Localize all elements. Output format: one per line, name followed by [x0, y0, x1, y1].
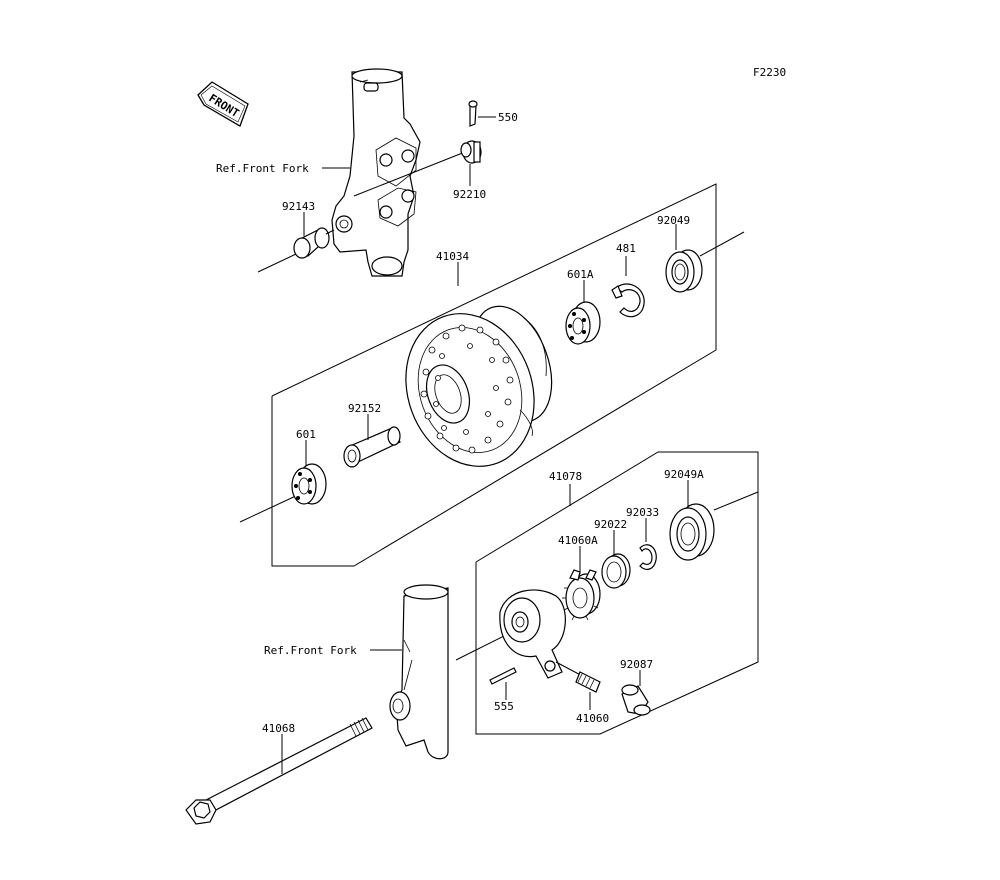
- axle-41068: 41068: [185, 717, 373, 825]
- cotter-pin-550: 550: [468, 100, 518, 127]
- lower-front-fork: [389, 584, 449, 760]
- part-label-601A: 601A: [567, 268, 594, 281]
- pin-555: 555: [489, 667, 517, 713]
- part-label-41078: 41078: [549, 470, 582, 483]
- bearing-601: 601: [291, 428, 327, 505]
- part-label-41060A: 41060A: [558, 534, 598, 547]
- sleeve-92152: 92152: [343, 402, 401, 468]
- hub-group-frame: 41034: [271, 183, 717, 567]
- ref-front-fork-upper: Ref.Front Fork: [216, 162, 309, 175]
- part-label-41068: 41068: [262, 722, 295, 735]
- castle-nut-92210: 92210: [453, 140, 486, 201]
- bearing-601A: 601A: [565, 268, 601, 345]
- part-label-481: 481: [616, 242, 636, 255]
- oil-seal-92049A: 92049A: [664, 468, 715, 561]
- part-label-92049A: 92049A: [664, 468, 704, 481]
- circlip-481: 481: [611, 242, 645, 318]
- front-arrow-icon: FRONT: [197, 81, 249, 127]
- upper-front-fork: [331, 68, 421, 277]
- circlip-92033: 92033: [626, 506, 659, 570]
- drive-gear-41060A: 41060A: [558, 534, 601, 621]
- bushing-92087: 92087: [620, 658, 653, 716]
- speedometer-housing-41078: [499, 589, 566, 679]
- part-label-92033: 92033: [626, 506, 659, 519]
- part-label-41060: 41060: [576, 712, 609, 725]
- ref-front-fork-lower: Ref.Front Fork: [264, 644, 357, 657]
- part-label-92022: 92022: [594, 518, 627, 531]
- collar-92143: 92143: [257, 200, 335, 273]
- part-label-92152: 92152: [348, 402, 381, 415]
- washer-92022: 92022: [594, 518, 631, 589]
- part-label-92210: 92210: [453, 188, 486, 201]
- part-label-550: 550: [498, 111, 518, 124]
- figure-code: F2230: [753, 66, 786, 79]
- part-label-41034: 41034: [436, 250, 469, 263]
- part-label-92087: 92087: [620, 658, 653, 671]
- part-label-555: 555: [494, 700, 514, 713]
- part-label-601: 601: [296, 428, 316, 441]
- pinion-gear-41060: 41060: [555, 661, 609, 725]
- wheel-hub-41034: [405, 305, 553, 467]
- oil-seal-92049: 92049: [657, 214, 703, 293]
- part-label-92049: 92049: [657, 214, 690, 227]
- speedometer-group-frame: 41078: [475, 451, 759, 735]
- part-label-92143: 92143: [282, 200, 315, 213]
